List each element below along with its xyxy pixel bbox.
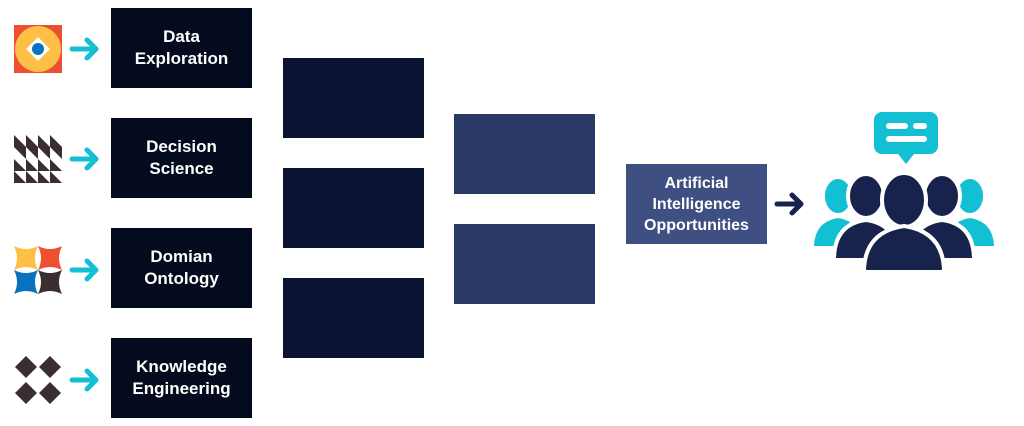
arrow-right-icon	[69, 37, 99, 61]
diamond-cluster-icon	[15, 356, 61, 404]
chat-bubble-icon	[874, 112, 938, 164]
target-diamond-icon	[14, 25, 62, 73]
layer2-box	[283, 58, 424, 138]
data-exploration-box: Data Exploration	[111, 8, 252, 88]
arrow-right-icon	[774, 192, 804, 216]
arrow-right-icon	[69, 258, 99, 282]
box-label: Data Exploration	[134, 27, 229, 68]
box-label: Domian Ontology	[144, 247, 219, 288]
box-label: Artificial Intelligence Opportunities	[644, 174, 749, 234]
triangle-grid-icon	[14, 135, 62, 183]
arrow-right-icon	[69, 147, 99, 171]
box-label: Decision Science	[146, 137, 217, 178]
ai-opportunities-box: Artificial Intelligence Opportunities	[626, 164, 767, 244]
layer3-box	[454, 114, 595, 194]
four-star-tiles-icon	[14, 246, 62, 294]
decision-science-box: Decision Science	[111, 118, 252, 198]
domain-ontology-box: Domian Ontology	[111, 228, 252, 308]
arrow-right-icon	[69, 368, 99, 392]
knowledge-engineering-box: Knowledge Engineering	[111, 338, 252, 418]
people-chat-icon	[809, 112, 999, 274]
layer3-box	[454, 224, 595, 304]
box-label: Knowledge Engineering	[132, 357, 231, 398]
layer2-box	[283, 168, 424, 248]
layer2-box	[283, 278, 424, 358]
